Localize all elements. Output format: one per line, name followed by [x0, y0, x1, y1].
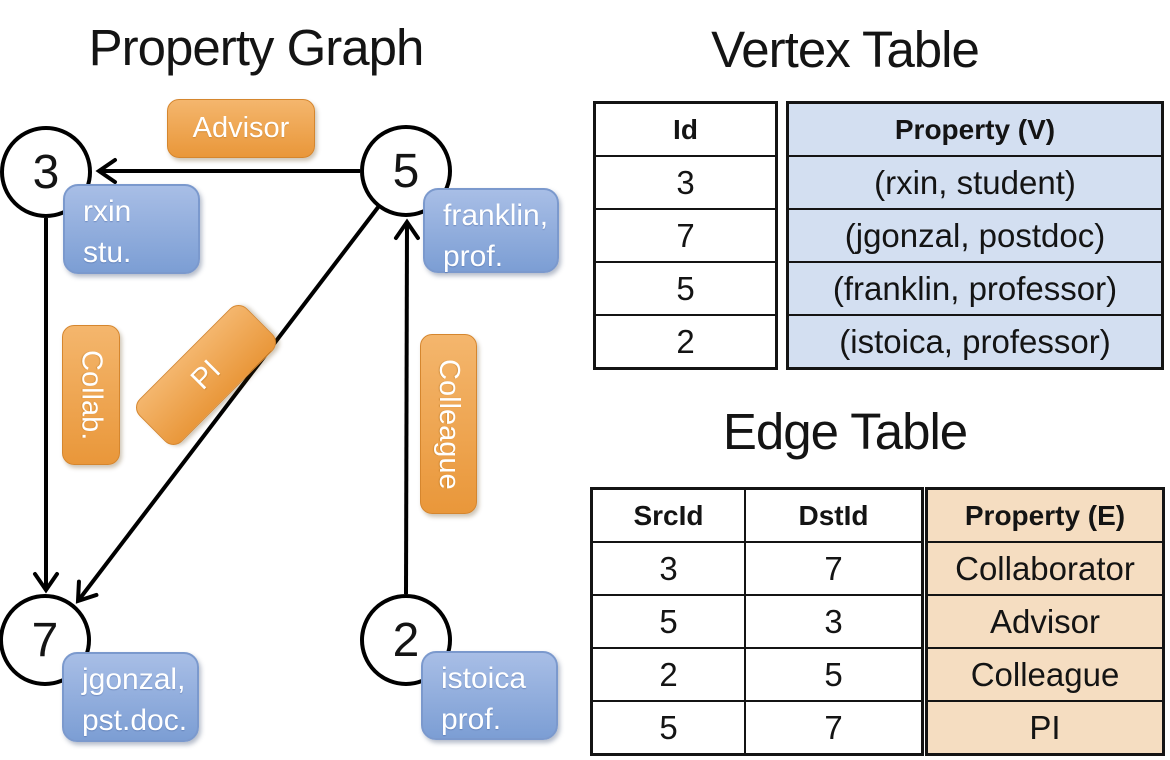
vertex-table-title: Vertex Table: [711, 21, 980, 78]
vertex-id-cell: 2: [593, 314, 778, 370]
table-row: (rxin, student): [786, 155, 1164, 210]
edge-table-header-dstid: DstId: [744, 487, 924, 543]
table-row: Colleague: [925, 647, 1165, 702]
table-row: (jgonzal, postdoc): [786, 208, 1164, 263]
table-row: 3: [593, 155, 778, 210]
table-row: (franklin, professor): [786, 261, 1164, 316]
table-row: 5 3: [590, 594, 924, 649]
node-property-line: pst.doc.: [82, 704, 188, 737]
table-row: 2 5: [590, 647, 924, 702]
table-row: PI: [925, 700, 1165, 756]
node-property-jgonzal: jgonzal, pst.doc.: [62, 652, 199, 742]
node-property-line: rxin: [83, 195, 132, 228]
edge-2-to-5-colleague: [393, 218, 420, 595]
graph-node-5: 5: [360, 125, 452, 217]
graph-edges-layer: [33, 158, 420, 604]
edge-label-colleague: Colleague: [420, 334, 477, 514]
edge-table-title: Edge Table: [722, 403, 968, 460]
vertex-table-header-id: Id: [593, 101, 778, 157]
vertex-table-property-column: Property (V) (rxin, student) (jgonzal, p…: [786, 101, 1164, 370]
edge-property-cell: Advisor: [925, 594, 1165, 649]
vertex-table-id-column: Id 3 7 5 2: [593, 101, 778, 370]
vertex-property-cell: (rxin, student): [786, 155, 1164, 210]
node-property-rxin: rxin stu.: [63, 184, 200, 274]
table-row: 5 7: [590, 700, 924, 756]
node-property-line: franklin,: [443, 199, 549, 232]
table-row: 7: [593, 208, 778, 263]
edge-property-cell: PI: [925, 700, 1165, 756]
table-row: (istoica, professor): [786, 314, 1164, 370]
table-row: 3 7: [590, 541, 924, 596]
vertex-property-cell: (jgonzal, postdoc): [786, 208, 1164, 263]
node-property-line: istoica: [441, 662, 527, 695]
edge-property-cell: Collaborator: [925, 541, 1165, 596]
edge-table-header-srcid: SrcId: [590, 487, 746, 543]
edge-src-cell: 3: [590, 541, 746, 596]
vertex-table-header-property: Property (V): [786, 101, 1164, 157]
node-property-line: prof.: [441, 703, 502, 736]
edge-5-to-7-pi: [75, 204, 381, 604]
edge-property-cell: Colleague: [925, 647, 1165, 702]
vertex-property-cell: (istoica, professor): [786, 314, 1164, 370]
vertex-id-cell: 5: [593, 261, 778, 316]
node-property-istoica: istoica prof.: [421, 651, 558, 740]
edge-label-collab: Collab.: [62, 325, 120, 465]
edge-src-cell: 5: [590, 700, 746, 756]
edge-table-id-columns: SrcId DstId 3 7 5 3 2 5 5 7: [590, 487, 924, 756]
edge-table-header-property: Property (E): [925, 487, 1165, 543]
edge-dst-cell: 3: [744, 594, 924, 649]
node-property-line: prof.: [443, 240, 504, 273]
vertex-id-cell: 7: [593, 208, 778, 263]
edge-dst-cell: 7: [744, 541, 924, 596]
edge-src-cell: 2: [590, 647, 746, 702]
edge-dst-cell: 7: [744, 700, 924, 756]
table-row: 5: [593, 261, 778, 316]
table-row: 2: [593, 314, 778, 370]
edge-table-property-column: Property (E) Collaborator Advisor Collea…: [925, 487, 1165, 756]
node-property-line: jgonzal,: [82, 663, 186, 696]
node-property-franklin: franklin, prof.: [423, 188, 559, 273]
property-graph-title: Property Graph: [88, 19, 425, 76]
table-row: Advisor: [925, 594, 1165, 649]
edge-label-advisor: Advisor: [167, 99, 315, 158]
node-property-line: stu.: [83, 236, 132, 269]
edge-src-cell: 5: [590, 594, 746, 649]
table-row: Collaborator: [925, 541, 1165, 596]
vertex-property-cell: (franklin, professor): [786, 261, 1164, 316]
graph-node-2: 2: [360, 594, 452, 686]
edge-dst-cell: 5: [744, 647, 924, 702]
vertex-id-cell: 3: [593, 155, 778, 210]
